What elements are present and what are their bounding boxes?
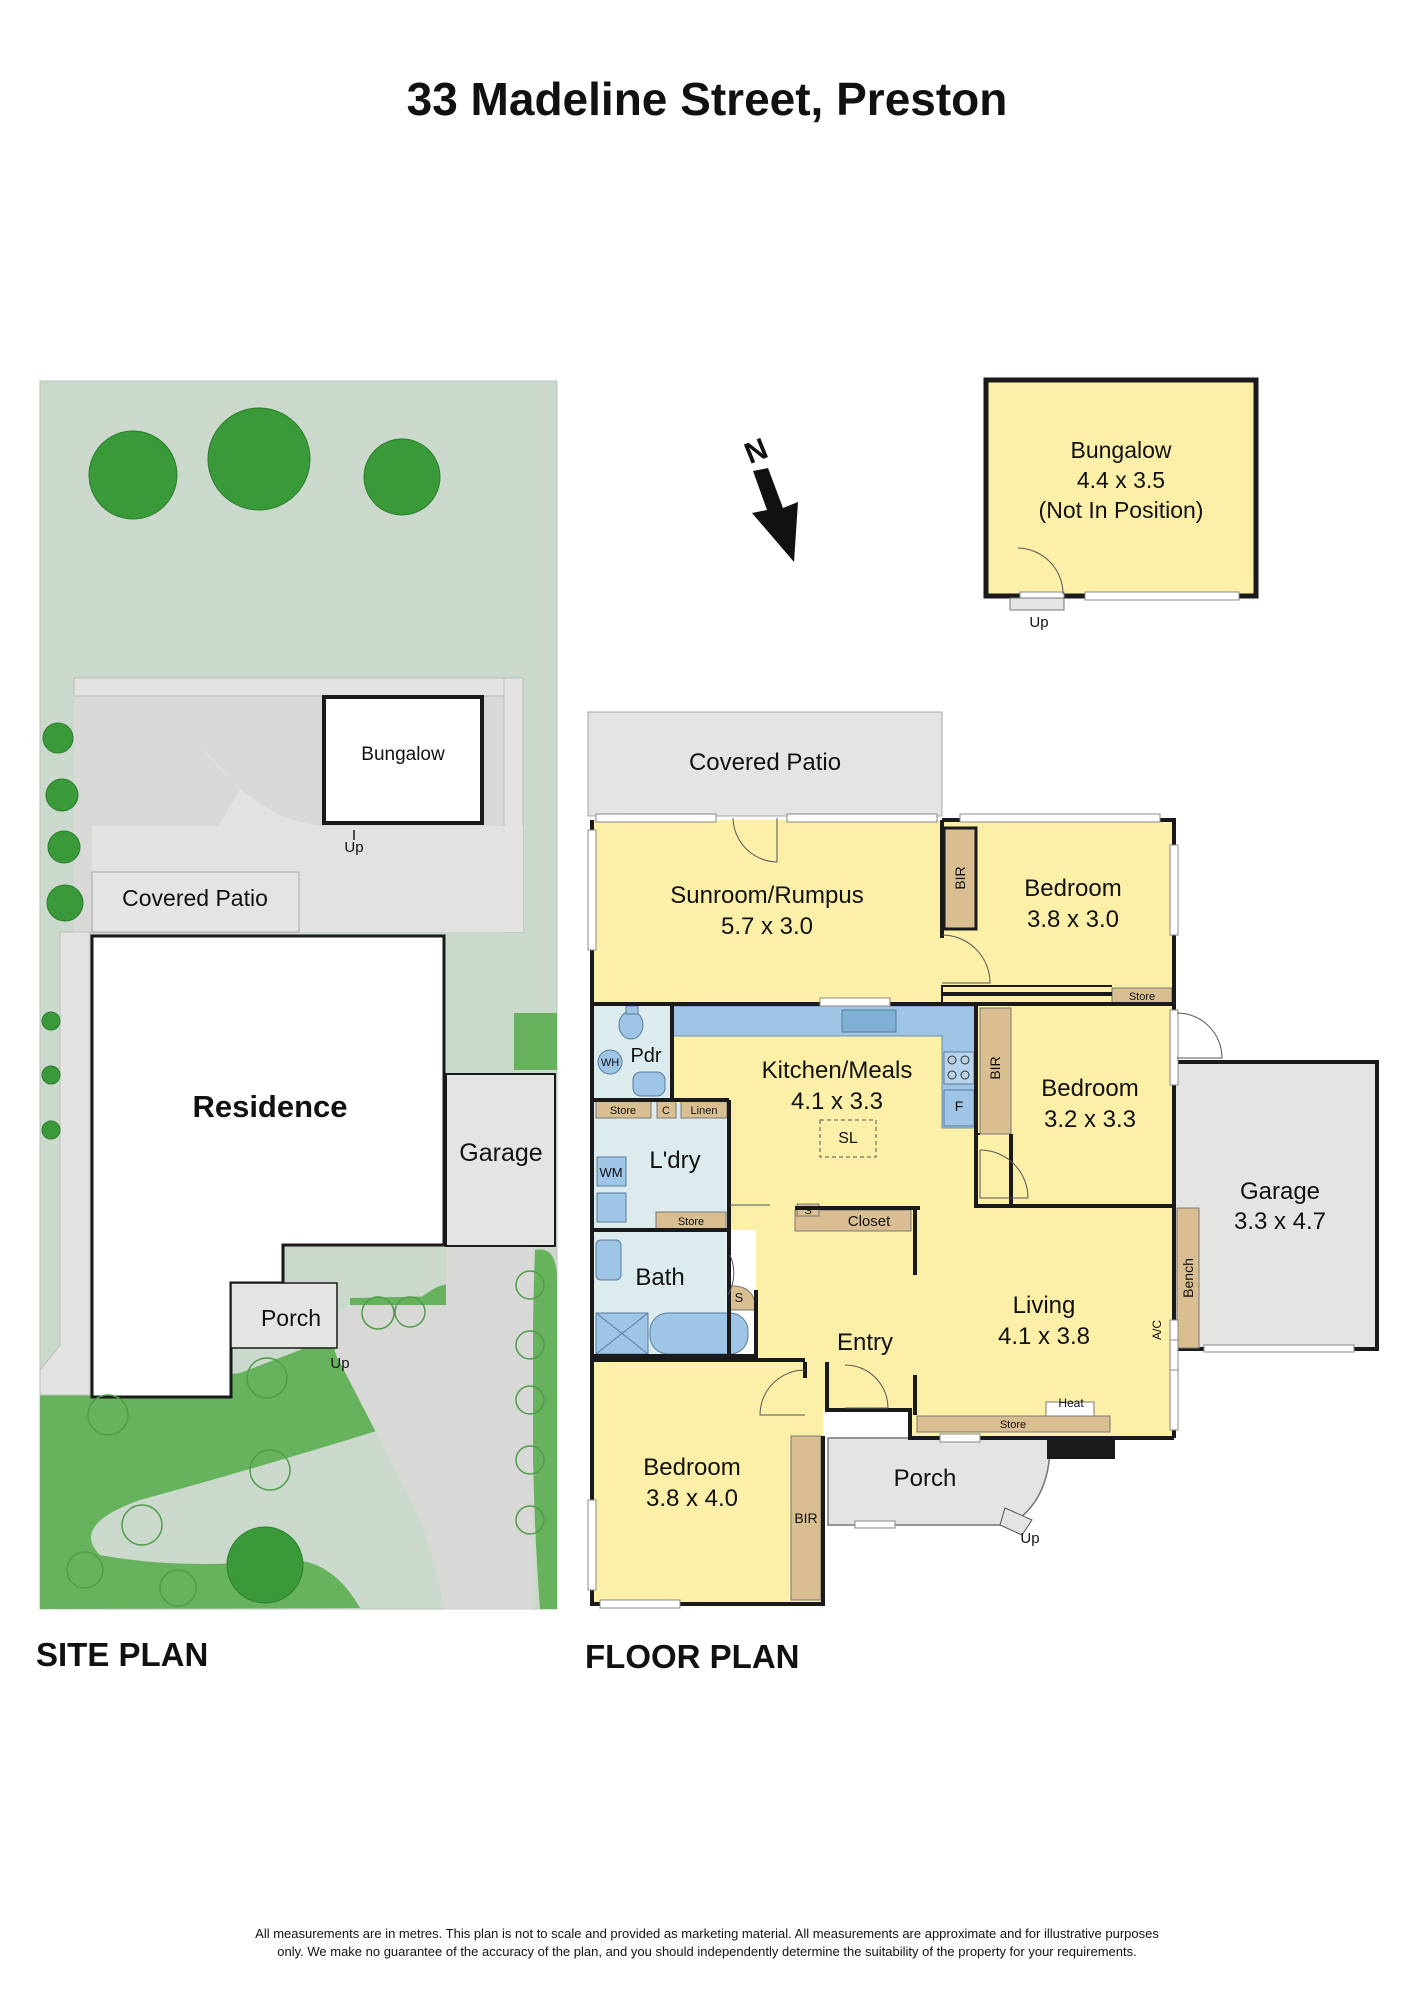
site-garage-label: Garage: [459, 1139, 542, 1167]
fp-bir-rear-label: BIR: [952, 866, 968, 889]
site-plan: Covered Patio Bungalow Up Residence Gara…: [39, 380, 558, 1610]
north-label: N: [740, 432, 772, 471]
fp-sunroom-name: Sunroom/Rumpus: [670, 882, 863, 909]
basin-icon: [632, 1071, 666, 1097]
fp-living-size: 4.1 x 3.8: [998, 1323, 1090, 1350]
fp-bedroom-rear-name: Bedroom: [1024, 875, 1121, 902]
site-path-side: [446, 1245, 533, 1609]
fp-f-label: F: [955, 1098, 964, 1114]
site-hedge: [514, 1013, 557, 1070]
fp-bench: [1176, 1207, 1200, 1349]
fp-linen-label: Linen: [691, 1105, 718, 1117]
site-porch: [230, 1282, 338, 1349]
fp-living-name: Living: [1013, 1292, 1076, 1319]
site-garden-right: [532, 1249, 557, 1609]
fp-sunroom-size: 5.7 x 3.0: [721, 913, 813, 940]
fp-bungalow-size: 4.4 x 3.5: [1077, 467, 1165, 493]
water-heater-icon: [597, 1049, 623, 1075]
fp-bir-front-label: BIR: [794, 1510, 817, 1526]
fp-c-label: C: [662, 1105, 670, 1117]
fp-covered-patio-label: Covered Patio: [689, 749, 841, 776]
fp-bungalow: Bungalow 4.4 x 3.5 (Not In Position) Up: [983, 377, 1259, 631]
fp-bir-rear: [942, 826, 978, 931]
fp-entry-label: Entry: [837, 1329, 893, 1356]
fp-ac-label: A/C: [1150, 1320, 1164, 1340]
fp-pdr-label: Pdr: [630, 1045, 661, 1067]
fp-sl-label: SL: [838, 1130, 858, 1147]
washing-machine-icon: [596, 1156, 627, 1187]
site-covered-patio: [91, 871, 300, 933]
disclaimer-line: only. We make no guarantee of the accura…: [277, 1944, 1137, 1959]
fp-store-laundry-bottom-label: Store: [678, 1216, 704, 1228]
fp-bedroom-rear-size: 3.8 x 3.0: [1027, 906, 1119, 933]
site-porch-label: Porch: [261, 1305, 321, 1331]
fp-covered-patio: [587, 711, 943, 817]
site-path-left: [39, 931, 91, 1396]
fp-garage: [1172, 1060, 1379, 1351]
fp-bedroom-front-name: Bedroom: [643, 1454, 740, 1481]
site-path-top: [73, 677, 524, 697]
fp-store-mid-label: Store: [1129, 991, 1155, 1003]
floor-plan-label: FLOOR PLAN: [585, 1638, 800, 1675]
fp-bir-mid-label: BIR: [987, 1056, 1003, 1079]
fp-bedroom-mid-size: 3.2 x 3.3: [1044, 1106, 1136, 1133]
fp-bath-label: Bath: [635, 1264, 684, 1291]
fp-bir-front: [790, 1435, 822, 1601]
laundry-trough-icon: [596, 1192, 627, 1223]
fp-kitchen-size: 4.1 x 3.3: [791, 1088, 883, 1115]
site-bungalow-label: Bungalow: [361, 744, 445, 765]
disclaimer: All measurements are in metres. This pla…: [150, 1925, 1264, 1961]
fp-laundry-label: L'dry: [649, 1147, 700, 1174]
fp-s-hall-label: S: [804, 1205, 811, 1217]
fp-store-living: [916, 1415, 1111, 1433]
fp-bench-label: Bench: [1180, 1258, 1196, 1298]
fp-wm-label: WM: [599, 1165, 622, 1180]
site-garage: [445, 1073, 556, 1247]
site-bungalow-up: Up: [344, 839, 363, 856]
fp-heat-label: Heat: [1058, 1396, 1084, 1410]
shrub-icon: [66, 1270, 545, 1607]
fp-bedroom-front-size: 3.8 x 4.0: [646, 1485, 738, 1512]
fp-closet-label: Closet: [848, 1213, 891, 1230]
fp-bungalow-up: Up: [1029, 614, 1048, 631]
tree-icon: [41, 407, 441, 1604]
fp-bungalow-note: (Not In Position): [1039, 497, 1204, 523]
fp-garage-name: Garage: [1240, 1178, 1320, 1205]
site-bungalow: [322, 695, 484, 825]
disclaimer-line: All measurements are in metres. This pla…: [255, 1926, 1159, 1941]
site-plan-label: SITE PLAN: [36, 1636, 209, 1673]
fp-wh-label: WH: [601, 1057, 619, 1069]
fp-heat: [1045, 1401, 1095, 1417]
fp-store-laundry-top-label: Store: [610, 1105, 636, 1117]
fp-porch-up: Up: [1020, 1530, 1039, 1547]
site-covered-patio-label: Covered Patio: [122, 885, 268, 911]
fp-s-bath-label: S: [735, 1290, 744, 1305]
site-porch-up: Up: [330, 1355, 349, 1372]
fp-bir-mid: [979, 1007, 1012, 1135]
fp-bungalow-name: Bungalow: [1070, 437, 1171, 463]
page-title: 33 Madeline Street, Preston: [406, 73, 1008, 125]
fp-kitchen-name: Kitchen/Meals: [762, 1057, 913, 1084]
vanity-icon: [595, 1239, 622, 1281]
toilet-icon: [618, 1010, 644, 1040]
bathtub-icon: [649, 1312, 749, 1355]
fp-garage-size: 3.3 x 4.7: [1234, 1208, 1326, 1235]
fp-store-living-label: Store: [1000, 1419, 1026, 1431]
site-residence-label: Residence: [192, 1089, 347, 1124]
north-arrow-icon: N: [740, 432, 798, 562]
fp-porch-label: Porch: [894, 1465, 957, 1492]
floor-plan: Covered Patio: [587, 711, 1379, 1609]
fp-bedroom-mid-name: Bedroom: [1041, 1075, 1138, 1102]
